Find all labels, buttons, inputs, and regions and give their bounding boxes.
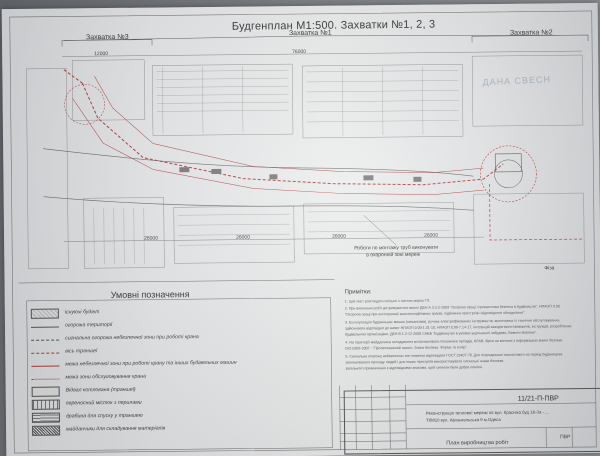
ladder-symbol [31, 412, 60, 423]
dimension-26000-c: 26000 [332, 233, 346, 240]
signal-fence-symbol [31, 339, 60, 341]
legend-text: майданчики для складування матеріалів [66, 425, 166, 433]
legend-text: межа небезпечної зони при роботі крану т… [65, 359, 237, 368]
project-address: ТКМ10 вул. Архангельська 9 м.Одеса [425, 416, 501, 423]
fence-symbol [30, 326, 59, 328]
spoil-heap-symbol [31, 386, 60, 397]
site-plan-drawing [9, 10, 597, 454]
legend-title: Умовні позначення [110, 289, 190, 301]
legend-text: межа зони обслуговування крана [65, 373, 146, 381]
storage-area-symbol [32, 425, 61, 436]
notes-heading: Примітки: [344, 289, 372, 296]
danger-zone-symbol [31, 365, 60, 367]
legend-text: Відвал котлована (траншеї) [65, 386, 136, 394]
sheet-name: План виробництва робіт [446, 439, 509, 447]
dimension-12000: 12000 [94, 51, 109, 58]
legend-text: існуючі будівлі [64, 309, 100, 316]
dimension-26000-d: 26000 [424, 232, 438, 239]
dimension-26000-a: 26000 [144, 235, 159, 242]
annotation-fence: Фіза [544, 265, 555, 272]
annotation-robots-zone: Роботи по монтажу труб виконувати [354, 244, 439, 252]
legend-text: драбина для спуску у траншею [65, 412, 143, 420]
legend-text: огорожа території [64, 321, 113, 329]
legend-text: сигнальна огорожа небезпечної зони при р… [65, 334, 199, 342]
drawing-code: 11/21-П-ПВР [517, 395, 559, 403]
annotation-robots-zone-2: в охоронній зоні мереж [366, 251, 421, 259]
trench-axis-symbol [31, 352, 60, 354]
crane-zone-symbol [31, 378, 60, 380]
drawing-title: Будгенплан М1:500. Захватки №1, 2, 3 [231, 18, 436, 33]
stage-label: ПВР [560, 434, 571, 441]
bridge-symbol [31, 399, 60, 410]
zone-label-2: Захватка №2 [509, 29, 553, 37]
zone-label-3: Захватка №3 [85, 33, 129, 42]
dimension-76000: 76000 [292, 48, 307, 56]
legend-text: переносний місток з перилами [65, 399, 142, 407]
existing-building-symbol [30, 308, 59, 319]
zone-label-1: Захватка №1 [288, 29, 332, 38]
legend-text: вісь траншеї [65, 348, 98, 355]
dimension-26000-b: 26000 [236, 234, 251, 241]
